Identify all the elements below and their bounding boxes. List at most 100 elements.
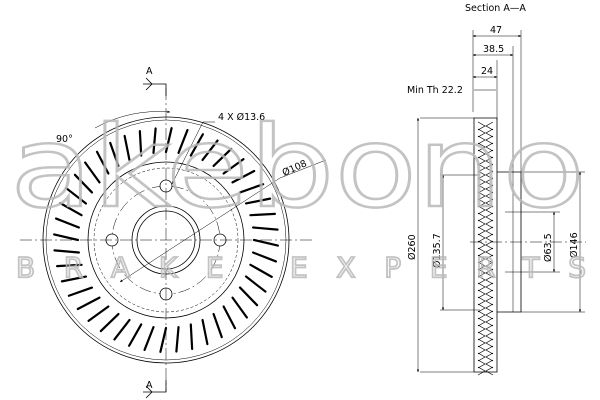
hatch-chevron [477, 359, 494, 369]
pcd-leader [119, 159, 327, 283]
min-thickness-label: Min Th 22.2 [407, 85, 463, 96]
vent-slot [231, 296, 248, 319]
hatch-chevron [477, 233, 494, 243]
vent-slot [189, 133, 204, 157]
vent-slot [164, 127, 173, 154]
section-label-bottom: A [146, 380, 153, 391]
hatch-chevron [477, 310, 494, 320]
hatch-chevron [477, 282, 494, 292]
vent-slot [73, 173, 94, 194]
dim-47: 47 [490, 25, 502, 36]
section-mark-top-line [143, 83, 167, 96]
vent-slot [238, 286, 259, 307]
hatch-chevron [477, 289, 494, 299]
hatch-chevron [477, 317, 494, 327]
vent-slot [152, 127, 157, 154]
bolt-hole-leader [171, 121, 215, 185]
watermark-tagline: BRAKE EXPERTS [16, 251, 586, 284]
vent-slot [55, 263, 83, 268]
friction-ring-section [473, 117, 498, 373]
dim-38-5: 38.5 [483, 44, 504, 55]
angle-arc [94, 110, 171, 129]
vent-slot [123, 134, 131, 162]
vent-slot [201, 139, 219, 162]
vent-slot [128, 323, 143, 347]
dia-63-5: Ø63.5 [543, 233, 554, 262]
hatch-chevron [477, 240, 494, 250]
hatch-chevron [477, 324, 494, 334]
hatch-chevron [477, 184, 494, 194]
vent-slot [201, 318, 209, 346]
vent-slot [109, 141, 120, 168]
section-title: Section A—A [465, 3, 526, 14]
section-hatch [477, 121, 494, 376]
hatch-chevron [477, 198, 494, 208]
dia-135-7: Ø135.7 [432, 233, 443, 268]
vent-slot [99, 312, 120, 333]
vent-slot [177, 128, 189, 154]
vent-slot [53, 233, 80, 242]
hatch-chevron [477, 128, 494, 138]
vent-slot [252, 226, 279, 231]
vent-slot [244, 275, 267, 293]
vent-slots [53, 127, 279, 353]
hatch-chevron [477, 247, 494, 257]
vent-slot [252, 251, 278, 263]
hatch-chevron [477, 156, 494, 166]
vent-slot [76, 296, 101, 311]
vent-slot [244, 197, 272, 205]
vent-slot [95, 150, 110, 175]
vent-slot [84, 161, 101, 184]
vent-slot [54, 217, 80, 229]
hatch-chevron [477, 345, 494, 355]
vent-slot [138, 129, 143, 157]
dim-24: 24 [481, 66, 493, 77]
vent-slot [231, 169, 256, 184]
vent-slot [212, 312, 223, 339]
hatch-chevron [477, 275, 494, 285]
vent-slot [53, 249, 80, 254]
section-arrow-top [145, 77, 153, 91]
hatch-chevron [477, 142, 494, 152]
hatch-chevron [477, 331, 494, 341]
vent-slot [249, 212, 277, 217]
vent-slot [65, 187, 88, 205]
hatch-chevron [477, 268, 494, 278]
dia-260: Ø260 [407, 234, 418, 260]
hatch-chevron [477, 121, 494, 131]
vent-slot [87, 305, 110, 322]
bolt-holes-label: 4 X Ø13.6 [218, 112, 265, 123]
vent-slot [113, 318, 131, 341]
watermark-brand: akebono [10, 103, 585, 233]
hatch-chevron [477, 177, 494, 187]
hatch-chevron [477, 191, 494, 201]
hatch-chevron [477, 352, 494, 362]
hatch-chevron [477, 366, 494, 376]
vent-slot [175, 326, 180, 353]
front-view: A A 90° 4 X Ø13.6 Ø108 [20, 66, 327, 399]
vent-slot [222, 158, 245, 175]
watermark: akebono BRAKE EXPERTS [9, 102, 587, 285]
hatch-chevron [477, 226, 494, 236]
hatch-chevron [477, 149, 494, 159]
hatch-chevron [477, 303, 494, 313]
hatch-chevron [477, 296, 494, 306]
angle-label: 90° [56, 134, 73, 145]
vent-slot [59, 202, 83, 217]
vent-slot [60, 275, 88, 283]
hatch-chevron [477, 205, 494, 215]
hatch-chevron [477, 254, 494, 264]
vent-slot [212, 147, 233, 168]
vent-slot [249, 263, 273, 278]
vent-slot [252, 238, 279, 247]
vent-slot [238, 183, 265, 194]
hatch-chevron [477, 135, 494, 145]
hatch-chevron [477, 261, 494, 271]
hatch-chevron [477, 212, 494, 222]
section-mark-bottom-line [143, 380, 167, 393]
vent-slot [143, 326, 155, 352]
section-label-top: A [146, 66, 153, 77]
vent-slot [222, 305, 237, 330]
hatch-chevron [477, 219, 494, 229]
